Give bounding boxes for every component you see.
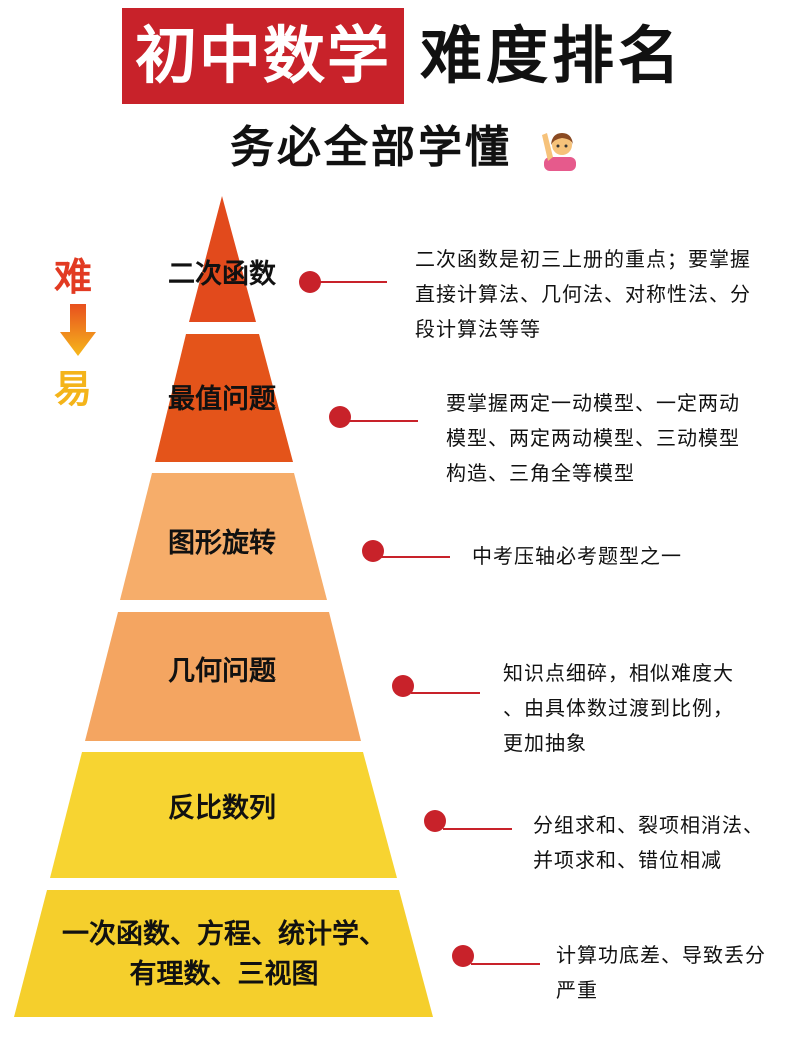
tier-desc-5: 分组求和、裂项相消法、 并项求和、错位相减 xyxy=(533,813,764,872)
subtitle: 务必全部学懂 xyxy=(230,122,512,173)
tier-desc-6: 计算功底差、导致丢分 严重 xyxy=(556,943,766,1002)
tier-label-1: 二次函数 xyxy=(168,259,276,290)
title-rest: 难度排名 xyxy=(420,19,685,92)
tier-desc-3: 中考压轴必考题型之一 xyxy=(472,544,682,568)
person-raising-hand-icon xyxy=(542,133,576,171)
pyramid-tier-2 xyxy=(155,334,293,462)
connector-2 xyxy=(329,406,418,428)
tier-label-2: 最值问题 xyxy=(168,384,276,415)
connector-5 xyxy=(424,810,512,832)
tier-desc-4: 知识点细碎，相似难度大 、由具体数过渡到比例， 更加抽象 xyxy=(503,661,734,755)
pyramid-tier-4 xyxy=(85,612,361,741)
pyramid-tier-5 xyxy=(50,752,397,878)
pyramid-tier-3 xyxy=(120,473,327,600)
pyramid-tier-1 xyxy=(189,196,256,322)
hard-label: 难 xyxy=(54,255,93,299)
connector-3 xyxy=(362,540,450,562)
connector-1 xyxy=(299,271,387,293)
header: 初中数学 难度排名 xyxy=(0,8,800,108)
tier-label-6: 一次函数、方程、统计学、 有理数、三视图 xyxy=(62,919,386,990)
tier-desc-2: 要掌握两定一动模型、一定两动 模型、两定两动模型、三动模型 构造、三角全等模型 xyxy=(446,391,740,485)
easy-label: 易 xyxy=(54,367,93,411)
title-highlight: 初中数学 xyxy=(122,8,404,104)
connector-6 xyxy=(452,945,540,967)
tier-label-3: 图形旋转 xyxy=(168,528,276,559)
tier-desc-1: 二次函数是初三上册的重点；要掌握 直接计算法、几何法、对称性法、分 段计算法等等 xyxy=(415,247,751,341)
tier-label-5: 反比数列 xyxy=(168,793,276,824)
connector-4 xyxy=(392,675,480,697)
tier-label-4: 几何问题 xyxy=(168,656,276,687)
pyramid-tier-6 xyxy=(14,890,433,1017)
difficulty-legend: 难 易 xyxy=(48,240,108,411)
arrow-down-icon xyxy=(60,304,96,356)
